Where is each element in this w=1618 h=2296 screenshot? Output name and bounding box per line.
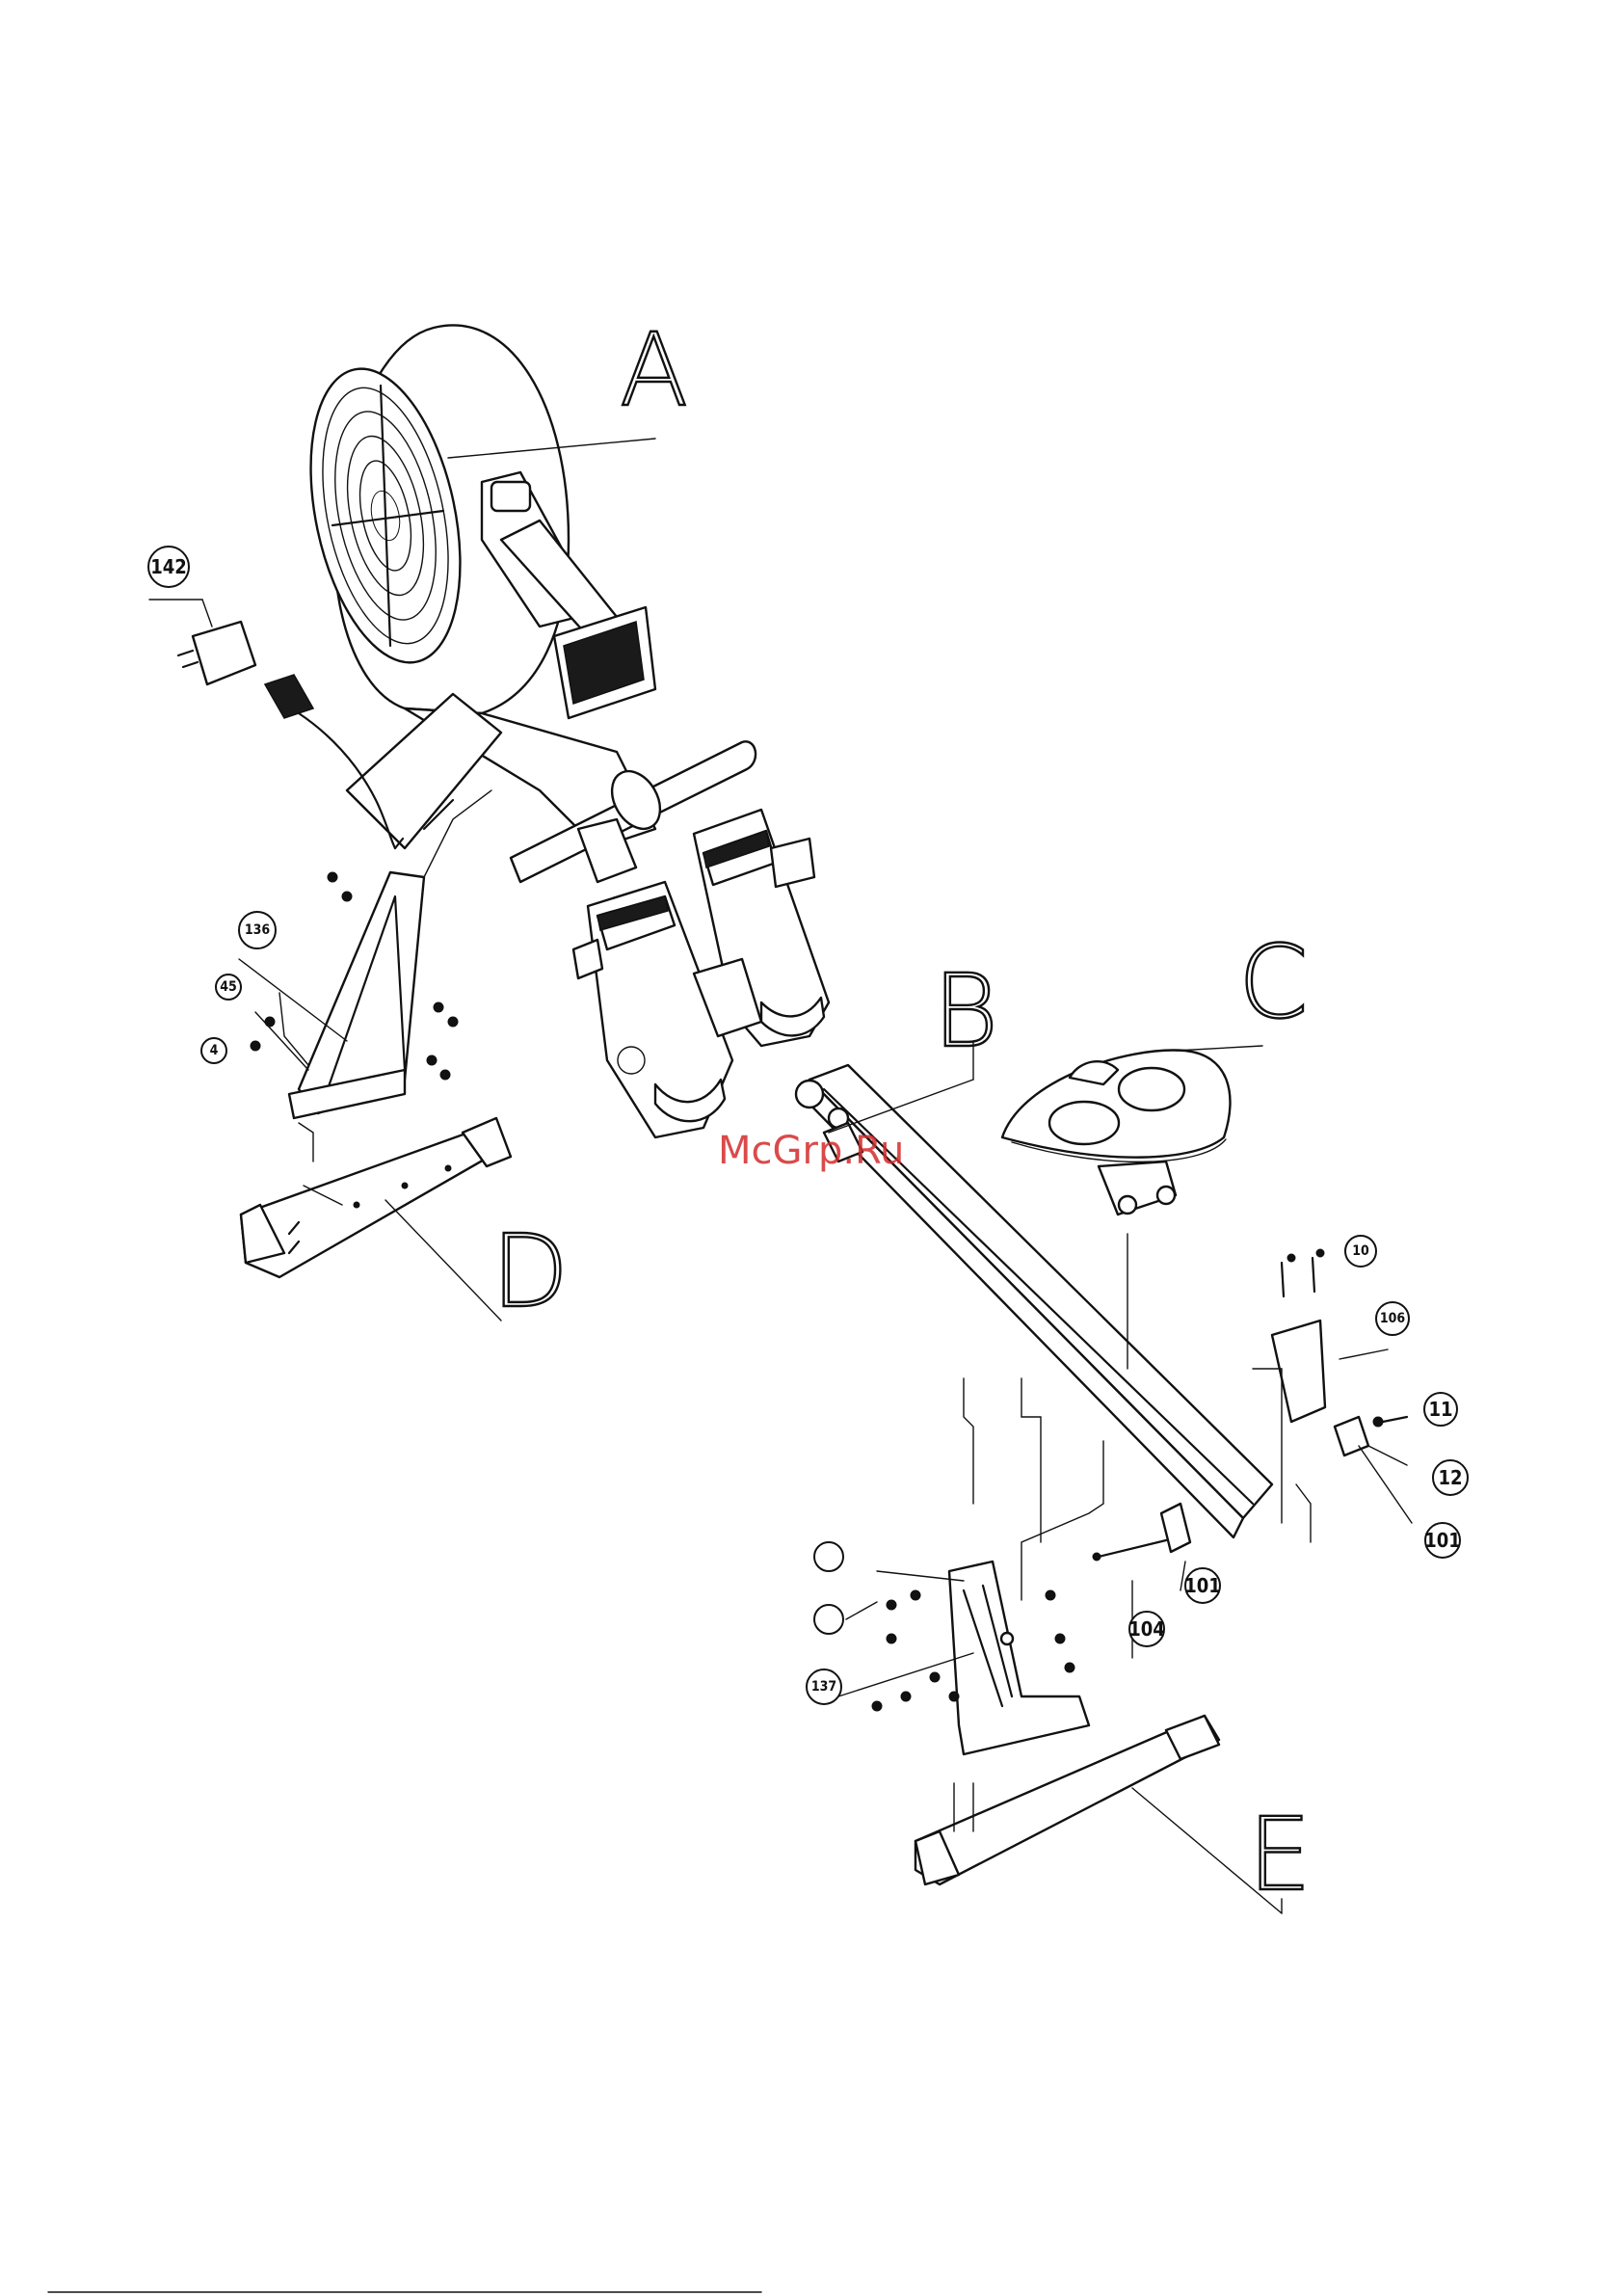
assembly-label-a: A bbox=[620, 311, 688, 429]
assembly-label-b: B bbox=[933, 952, 998, 1070]
callout-45: 45 bbox=[216, 974, 241, 1000]
callout-136-label: 136 bbox=[245, 922, 271, 938]
callout-11-label: 11 bbox=[1428, 1398, 1452, 1421]
callout-11: 11 bbox=[1424, 1393, 1457, 1426]
callout-101-right-label: 101 bbox=[1424, 1529, 1461, 1552]
callout-101-lower: 101 bbox=[1184, 1568, 1221, 1603]
callout-10-label: 10 bbox=[1352, 1243, 1369, 1259]
fan-housing bbox=[286, 325, 578, 713]
callout-136: 136 bbox=[239, 912, 276, 948]
footrest-right bbox=[694, 810, 829, 1046]
callout-142-label: 142 bbox=[150, 555, 187, 578]
rear-stabilizer bbox=[915, 1562, 1219, 1884]
assembly-label-e: E bbox=[1248, 1796, 1312, 1913]
callout-blank-2 bbox=[814, 1605, 843, 1634]
assembly-letter-e: E bbox=[1248, 1796, 1312, 1913]
callout-104: 104 bbox=[1128, 1612, 1165, 1646]
callout-137: 137 bbox=[807, 1669, 841, 1704]
callout-137-label: 137 bbox=[811, 1679, 836, 1695]
assembly-letter-b: B bbox=[933, 952, 998, 1070]
front-stabilizer bbox=[241, 790, 511, 1277]
callout-4-label: 4 bbox=[210, 1043, 219, 1058]
assembly-label-c: C bbox=[1238, 923, 1309, 1041]
callout-104-label: 104 bbox=[1128, 1617, 1165, 1641]
callout-blank-1 bbox=[814, 1542, 843, 1571]
assembly-letter-c: C bbox=[1238, 923, 1309, 1041]
callout-106-label: 106 bbox=[1380, 1311, 1406, 1326]
callout-4: 4 bbox=[201, 1038, 226, 1063]
assembly-label-d: D bbox=[491, 1213, 569, 1330]
callout-142: 142 bbox=[148, 547, 189, 587]
callout-106: 106 bbox=[1376, 1302, 1409, 1335]
callout-101-lower-label: 101 bbox=[1184, 1574, 1221, 1597]
assembly-letter-d: D bbox=[491, 1213, 569, 1330]
callout-10: 10 bbox=[1345, 1236, 1376, 1267]
front-frame bbox=[347, 694, 756, 882]
assembly-letter-a: A bbox=[620, 311, 688, 429]
callout-101-right: 101 bbox=[1424, 1523, 1461, 1558]
callout-12-label: 12 bbox=[1438, 1466, 1462, 1489]
callout-45-label: 45 bbox=[220, 979, 237, 995]
watermark: McGrp.Ru bbox=[718, 1129, 904, 1173]
callout-12: 12 bbox=[1433, 1460, 1468, 1495]
leader-lines bbox=[149, 439, 1412, 1913]
seat bbox=[1002, 1051, 1231, 1215]
